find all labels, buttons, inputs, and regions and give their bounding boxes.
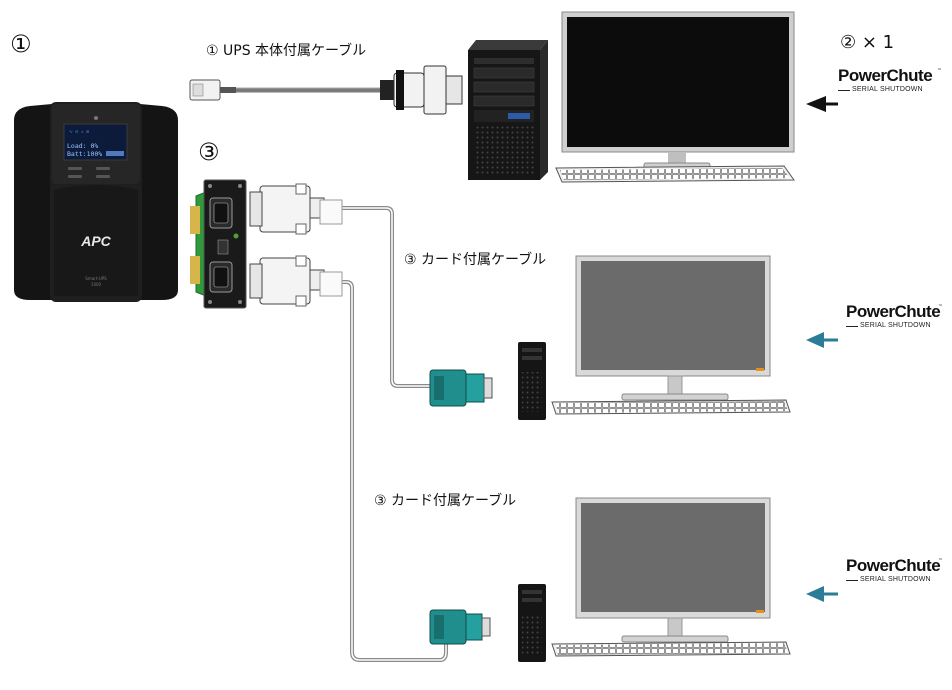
powerchute-rule xyxy=(846,326,858,327)
arrow-powerchute-3 xyxy=(806,586,838,602)
arrow-powerchute-1 xyxy=(806,96,838,112)
powerchute-subtitle: SERIAL SHUTDOWN xyxy=(860,322,931,329)
mini-tower-1 xyxy=(518,342,546,420)
ups-model-text-1: Smart-UPS xyxy=(85,276,107,281)
powerchute-subtitle: SERIAL SHUTDOWN xyxy=(852,86,923,93)
mini-tower-2 xyxy=(518,584,546,662)
powerchute-logo-1: PowerChute ™ SERIAL SHUTDOWN xyxy=(838,66,948,96)
server-tower xyxy=(468,40,548,180)
card-cable-1 xyxy=(249,183,493,407)
monitor-top xyxy=(555,11,795,183)
powerchute-tm: ™ xyxy=(938,558,943,564)
powerchute-tm: ™ xyxy=(937,68,942,74)
ups-model-text-2: 1000 xyxy=(91,282,102,287)
card-cable-label-2: ③ カード付属ケーブル xyxy=(374,493,517,509)
powerchute-subtitle: SERIAL SHUTDOWN xyxy=(860,576,931,583)
interface-card xyxy=(190,179,247,309)
powerchute-tm: ™ xyxy=(938,304,943,310)
card-marker-label: ③ xyxy=(198,138,220,166)
software-qty-label: ② × 1 xyxy=(840,32,895,53)
lcd-load-text: Load: 0% xyxy=(67,142,98,150)
svg-text:∿ ⊡ ⚠ ⊞: ∿ ⊡ ⚠ ⊞ xyxy=(69,130,89,135)
powerchute-rule xyxy=(846,580,858,581)
card-cable-2 xyxy=(249,255,491,662)
lcd-batt-text: Batt:100% xyxy=(67,150,102,158)
ups-unit: ∿ ⊡ ⚠ ⊞ Load: 0% Batt:100% APC Smart-UPS… xyxy=(14,102,178,302)
powerchute-rule xyxy=(838,90,850,91)
powerchute-logo-2: PowerChute ™ SERIAL SHUTDOWN xyxy=(846,302,952,332)
powerchute-name: PowerChute xyxy=(838,66,933,85)
arrow-powerchute-2 xyxy=(806,332,838,348)
powerchute-logo-3: PowerChute ™ SERIAL SHUTDOWN xyxy=(846,556,952,586)
monitor-middle xyxy=(551,255,791,415)
powerchute-name: PowerChute xyxy=(846,302,941,321)
ups-marker-label: ① xyxy=(10,30,32,58)
ups-brand-text: APC xyxy=(80,233,111,249)
ups-bundled-cable xyxy=(189,65,463,115)
monitor-bottom xyxy=(551,497,791,657)
card-cable-label-1: ③ カード付属ケーブル xyxy=(404,252,547,268)
ups-cable-label: ① UPS 本体付属ケーブル xyxy=(206,43,367,59)
powerchute-name: PowerChute xyxy=(846,556,941,575)
